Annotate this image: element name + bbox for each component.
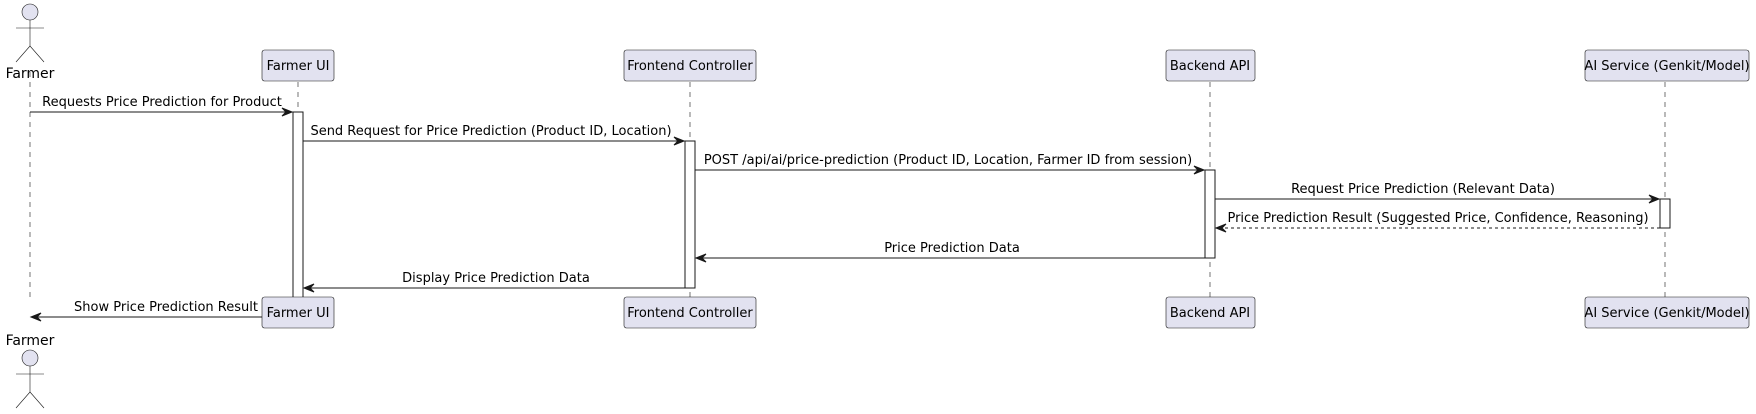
participant-box <box>1584 49 1750 82</box>
participant-box <box>623 49 757 82</box>
activation-farmer-ui <box>292 111 304 318</box>
message-requests-price-prediction: Requests Price Prediction for Product <box>30 95 294 117</box>
actor-farmer-top: Farmer <box>6 3 55 82</box>
participant-box <box>623 296 757 329</box>
arrowhead-right-icon <box>281 107 294 117</box>
participant-box <box>1165 296 1256 329</box>
actor-leg-right-icon <box>29 45 45 63</box>
arrowhead-right-icon <box>1648 194 1661 204</box>
participant-farmer-ui-top: Farmer UI <box>261 49 335 82</box>
activation-backend-api <box>1204 169 1216 259</box>
actor-label-farmer-top: Farmer <box>6 66 55 82</box>
message-label: Show Price Prediction Result <box>74 300 258 315</box>
message-label: Price Prediction Data <box>884 241 1020 256</box>
message-label: Display Price Prediction Data <box>402 271 590 286</box>
arrowhead-left-icon <box>302 283 315 293</box>
actor-label-farmer-bottom: Farmer <box>6 333 55 349</box>
arrowhead-left-icon <box>29 312 42 322</box>
message-display-price-prediction: Display Price Prediction Data <box>302 271 685 293</box>
participant-box <box>1165 49 1256 82</box>
activation-frontend-controller <box>684 140 696 289</box>
participant-label-ai-service: AI Service (Genkit/Model) <box>1584 59 1749 74</box>
participant-backend-api-bottom: Backend API <box>1165 296 1256 329</box>
participant-frontend-controller-bottom: Frontend Controller <box>623 296 757 329</box>
participant-label-ai-service: AI Service (Genkit/Model) <box>1584 306 1749 321</box>
message-label: Price Prediction Result (Suggested Price… <box>1227 211 1648 226</box>
participant-label-frontend-controller: Frontend Controller <box>627 59 753 74</box>
participant-box <box>1584 296 1750 329</box>
participant-backend-api-top: Backend API <box>1165 49 1256 82</box>
actor-leg-right-icon <box>29 391 45 409</box>
activation-ai-service <box>1659 198 1671 229</box>
activations <box>292 111 1671 318</box>
participant-label-backend-api: Backend API <box>1170 306 1250 321</box>
arrowhead-left-icon <box>1214 223 1227 233</box>
message-price-prediction-data: Price Prediction Data <box>694 241 1205 263</box>
actor-leg-left-icon <box>15 45 31 63</box>
participant-frontend-controller-top: Frontend Controller <box>623 49 757 82</box>
actor-farmer-bottom: Farmer <box>6 333 55 409</box>
arrowhead-right-icon <box>673 136 686 146</box>
participant-box <box>261 49 335 82</box>
messages: Requests Price Prediction for Product Se… <box>29 95 1661 322</box>
message-post-price-prediction: POST /api/ai/price-prediction (Product I… <box>695 153 1206 175</box>
participant-label-farmer-ui: Farmer UI <box>267 306 330 321</box>
participants-top: Farmer Farmer UI Frontend Controller Bac… <box>6 3 1750 82</box>
participant-label-backend-api: Backend API <box>1170 59 1250 74</box>
participants-bottom: Farmer Farmer UI Frontend Controller Bac… <box>6 296 1750 409</box>
lifelines <box>29 72 1666 330</box>
message-label: Requests Price Prediction for Product <box>42 95 282 110</box>
message-label: Send Request for Price Prediction (Produ… <box>310 124 671 139</box>
actor-leg-left-icon <box>15 391 31 409</box>
participant-ai-service-top: AI Service (Genkit/Model) <box>1584 49 1750 82</box>
participant-label-farmer-ui: Farmer UI <box>267 59 330 74</box>
actor-head-icon <box>21 3 39 21</box>
message-ai-result: Price Prediction Result (Suggested Price… <box>1214 211 1660 233</box>
message-label: POST /api/ai/price-prediction (Product I… <box>704 153 1192 168</box>
message-send-request: Send Request for Price Prediction (Produ… <box>303 124 686 146</box>
participant-ai-service-bottom: AI Service (Genkit/Model) <box>1584 296 1750 329</box>
participant-box <box>261 296 335 329</box>
participant-label-frontend-controller: Frontend Controller <box>627 306 753 321</box>
message-request-to-ai: Request Price Prediction (Relevant Data) <box>1215 182 1661 204</box>
message-show-price-prediction: Show Price Prediction Result <box>29 300 293 322</box>
participant-farmer-ui-bottom: Farmer UI <box>261 296 335 329</box>
arrowhead-left-icon <box>694 253 707 263</box>
actor-head-icon <box>21 349 39 367</box>
message-label: Request Price Prediction (Relevant Data) <box>1291 182 1555 197</box>
arrowhead-right-icon <box>1193 165 1206 175</box>
